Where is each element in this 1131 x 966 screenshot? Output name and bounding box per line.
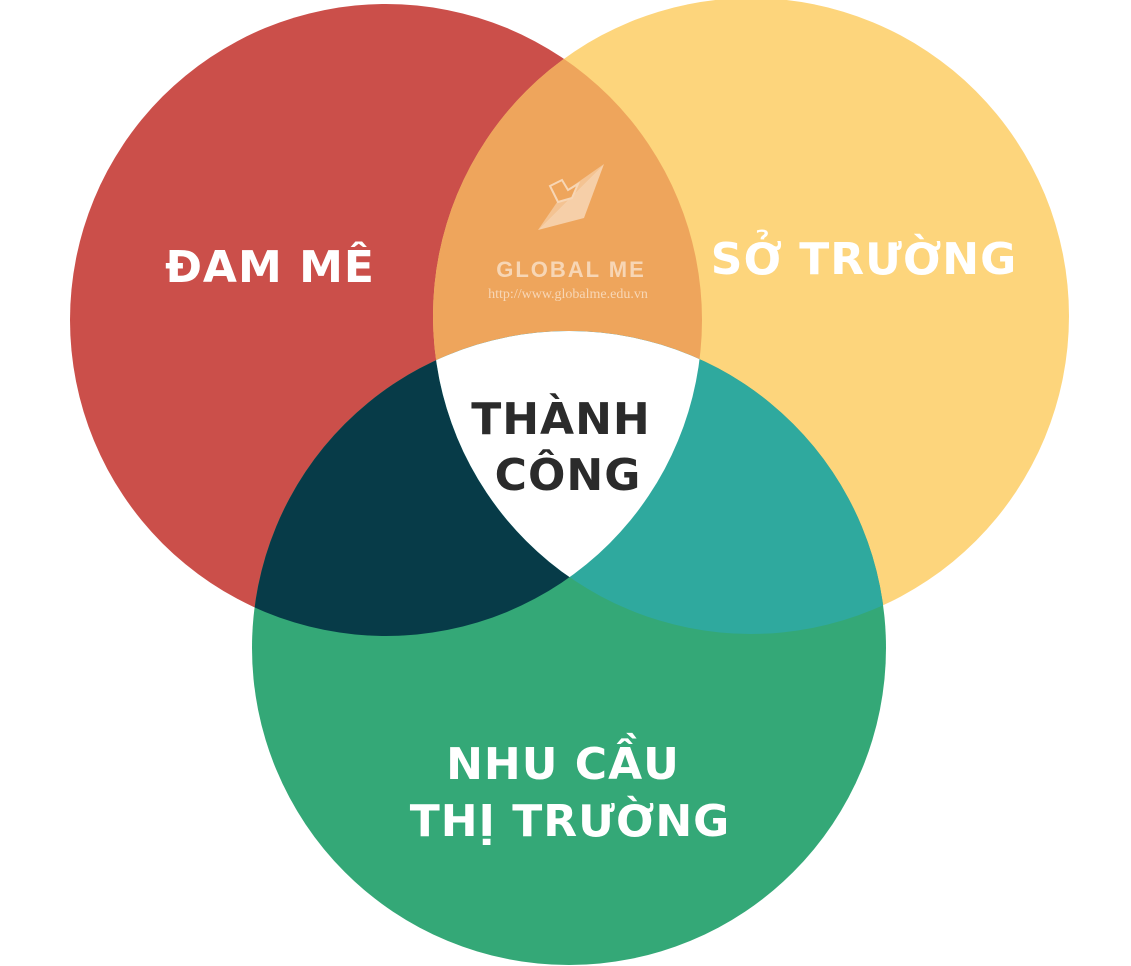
paper-plane-logo-icon (538, 164, 604, 230)
globalme-watermark: GLOBAL ME http://www.globalme.edu.vn (488, 164, 648, 302)
market-need-label-line2: THỊ TRƯỜNG (410, 794, 731, 847)
talent-market-overlap (433, 331, 886, 634)
market-need-label-line1: NHU CẦU (446, 732, 680, 790)
success-label-line2: CÔNG (495, 448, 642, 501)
watermark-url: http://www.globalme.edu.vn (488, 287, 648, 302)
talent-label: SỞ TRƯỜNG (711, 228, 1017, 285)
passion-market-overlap (252, 331, 702, 636)
watermark-brand: GLOBAL ME (496, 257, 646, 282)
passion-label: ĐAM MÊ (165, 240, 375, 293)
success-label-line1: THÀNH (471, 392, 651, 445)
